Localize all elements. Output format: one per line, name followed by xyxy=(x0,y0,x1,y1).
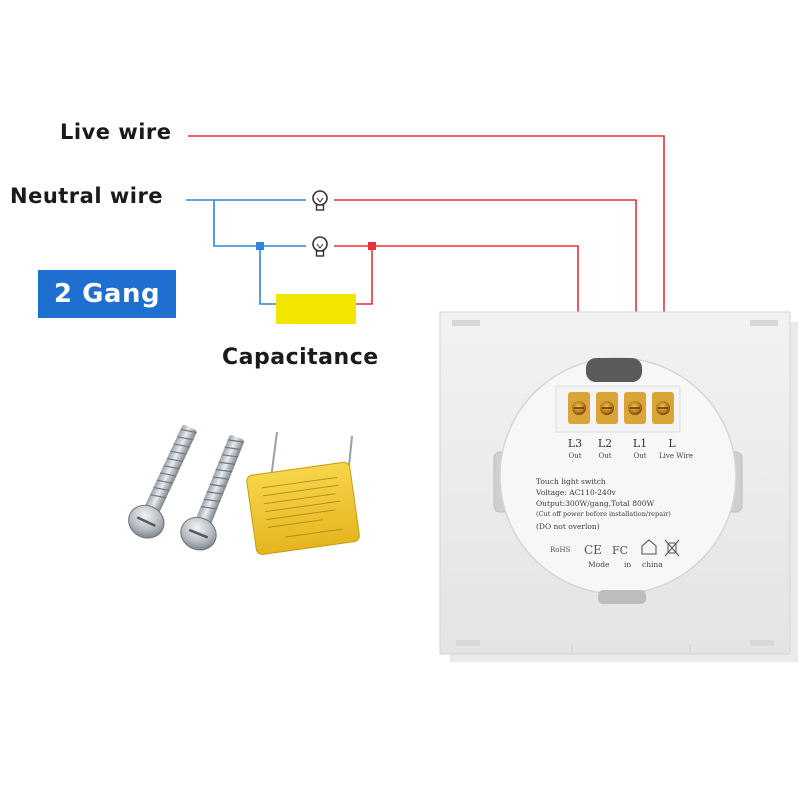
neutral-wire-label: Neutral wire xyxy=(10,184,164,208)
weee-bin-icon xyxy=(664,539,680,557)
spec-line: (Cut off power before installation/repai… xyxy=(536,510,671,518)
made-in-label: Mode xyxy=(588,560,610,569)
terminal-screw-l2 xyxy=(596,392,618,424)
live-wire-line xyxy=(188,135,665,398)
made-in-label: in xyxy=(624,560,631,569)
capacitor-block xyxy=(276,294,356,324)
terminal-sublabel: Out xyxy=(633,452,646,460)
spec-line: Output:300W/gang,Total 800W xyxy=(536,499,655,508)
switch-back-panel xyxy=(439,311,798,662)
terminal-screw-l3 xyxy=(568,392,590,424)
lamp-icon xyxy=(312,190,328,211)
fc-mark: FC xyxy=(612,544,628,557)
spec-line: (DO not overlon) xyxy=(536,522,600,531)
neutral-branch-line xyxy=(213,200,306,247)
lamp-icon xyxy=(312,236,328,257)
capacitor-component-image xyxy=(246,431,360,555)
terminal-label: L1 xyxy=(633,437,647,450)
screw-image xyxy=(180,435,245,551)
neutral-junction-dot xyxy=(256,242,264,250)
capacitor-live-leg xyxy=(356,246,373,305)
spec-line: Touch light switch xyxy=(536,477,606,486)
terminal-label: L3 xyxy=(568,437,582,450)
live-wire-label: Live wire xyxy=(60,120,172,144)
terminal-sublabel: Out xyxy=(568,452,581,460)
terminal-label: L2 xyxy=(598,437,612,450)
spec-line: Voltage: AC110-240v xyxy=(535,488,617,497)
terminal-screw-l xyxy=(652,392,674,424)
terminal-sublabel: Out xyxy=(598,452,611,460)
home-icon xyxy=(641,539,657,555)
screw-image xyxy=(128,424,197,539)
terminal-sublabel: Live Wire xyxy=(659,452,693,460)
live-junction-dot xyxy=(368,242,376,250)
made-in-label: china xyxy=(642,560,663,569)
capacitor-neutral-leg xyxy=(259,246,278,305)
capacitance-label: Capacitance xyxy=(222,345,379,370)
gang-badge: 2 Gang xyxy=(38,270,176,318)
terminal-label: L xyxy=(668,437,676,450)
ce-mark: CE xyxy=(584,543,602,557)
rohs-mark: RoHS xyxy=(550,546,571,554)
terminal-screw-l1 xyxy=(624,392,646,424)
